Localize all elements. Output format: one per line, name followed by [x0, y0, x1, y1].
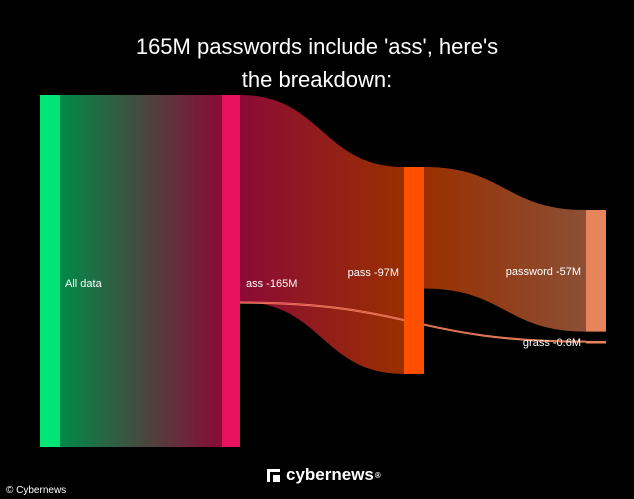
node-all — [40, 95, 60, 447]
title-line-1: 165M passwords include 'ass', here's — [135, 34, 499, 59]
chart-title: 165M passwords include 'ass', here's the… — [0, 30, 634, 96]
link-pass-password — [424, 167, 586, 332]
node-password — [586, 210, 606, 332]
node-grass — [586, 341, 606, 344]
label-pass: pass -97M — [348, 267, 399, 279]
brand-name: cybernews — [286, 465, 374, 484]
image-credit: © Cybernews — [6, 485, 67, 496]
label-grass: grass -0.6M — [523, 337, 581, 349]
brand-logo: cybernews® — [267, 465, 381, 485]
brand-registered-mark: ® — [374, 470, 381, 480]
node-pass — [404, 167, 424, 374]
title-line-2: the breakdown: — [241, 67, 393, 92]
link-ass-pass — [240, 95, 404, 374]
label-ass: ass -165M — [246, 278, 297, 290]
link-all-ass — [60, 95, 222, 447]
cybernews-logo-icon — [267, 468, 280, 482]
label-all: All data — [65, 278, 103, 290]
label-password: password -57M — [506, 266, 581, 278]
node-ass — [222, 95, 240, 447]
sankey-chart: All data ass -165M pass -97M password -57M g… — [40, 95, 606, 447]
